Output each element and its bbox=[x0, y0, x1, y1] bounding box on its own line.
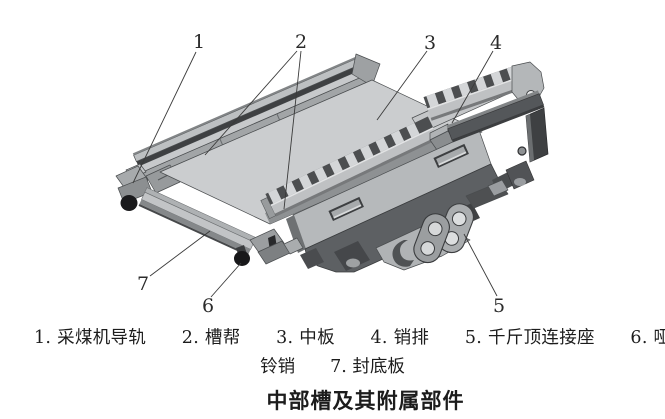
jack-seat-shape bbox=[375, 179, 509, 271]
sidewall-left-end-shape bbox=[286, 215, 306, 253]
leader-line-7 bbox=[149, 230, 211, 277]
leader-line-2b bbox=[283, 50, 302, 210]
bottom-plate-shape bbox=[138, 187, 257, 256]
jack-lug-rear bbox=[437, 203, 474, 254]
callout-6: 6 bbox=[202, 295, 214, 317]
right-frame-rail-shape bbox=[446, 90, 549, 193]
trough-end-bracket-shape bbox=[249, 228, 304, 265]
figure-canvas: 1 2 3 4 5 6 7 bbox=[115, 31, 549, 317]
bolt-ring bbox=[517, 146, 527, 156]
callout-3: 3 bbox=[424, 32, 436, 54]
figure-title: 中部槽及其附属部件 bbox=[266, 390, 465, 413]
leader-line-1 bbox=[132, 51, 197, 184]
dumbbell-pin-shape bbox=[234, 245, 250, 266]
callout-1: 1 bbox=[193, 31, 205, 53]
leader-line-2a bbox=[204, 50, 298, 156]
callout-7: 7 bbox=[137, 273, 149, 295]
leader-line-4 bbox=[451, 50, 494, 124]
caption-line-2: 铃销 7. 封底板 bbox=[260, 357, 405, 377]
leader-line-6 bbox=[210, 262, 242, 298]
hook-bracket-shape bbox=[392, 240, 414, 267]
leader-line-5 bbox=[463, 233, 498, 297]
callout-5: 5 bbox=[493, 295, 505, 317]
jack-lug-front bbox=[413, 213, 450, 264]
guide-rail-shape bbox=[132, 53, 381, 180]
callout-4: 4 bbox=[490, 32, 502, 54]
rack-joint-connector-shape bbox=[429, 123, 456, 151]
pin-rack-far-segment-shape bbox=[423, 66, 521, 121]
caption-line-1: 1. 采煤机导轨 2. 槽帮 3. 中板 4. 销排 5. 千斤顶连接座 6. … bbox=[34, 328, 665, 348]
pin-rack-near-segment-shape bbox=[260, 116, 439, 220]
callout-2: 2 bbox=[295, 31, 307, 53]
leader-line-3 bbox=[376, 50, 428, 121]
sidewall-slot-right bbox=[433, 143, 469, 168]
left-end-pin-knob bbox=[120, 195, 138, 211]
sidewall-slot-left bbox=[328, 196, 364, 221]
sidewall-inner-face-shape bbox=[265, 121, 482, 224]
